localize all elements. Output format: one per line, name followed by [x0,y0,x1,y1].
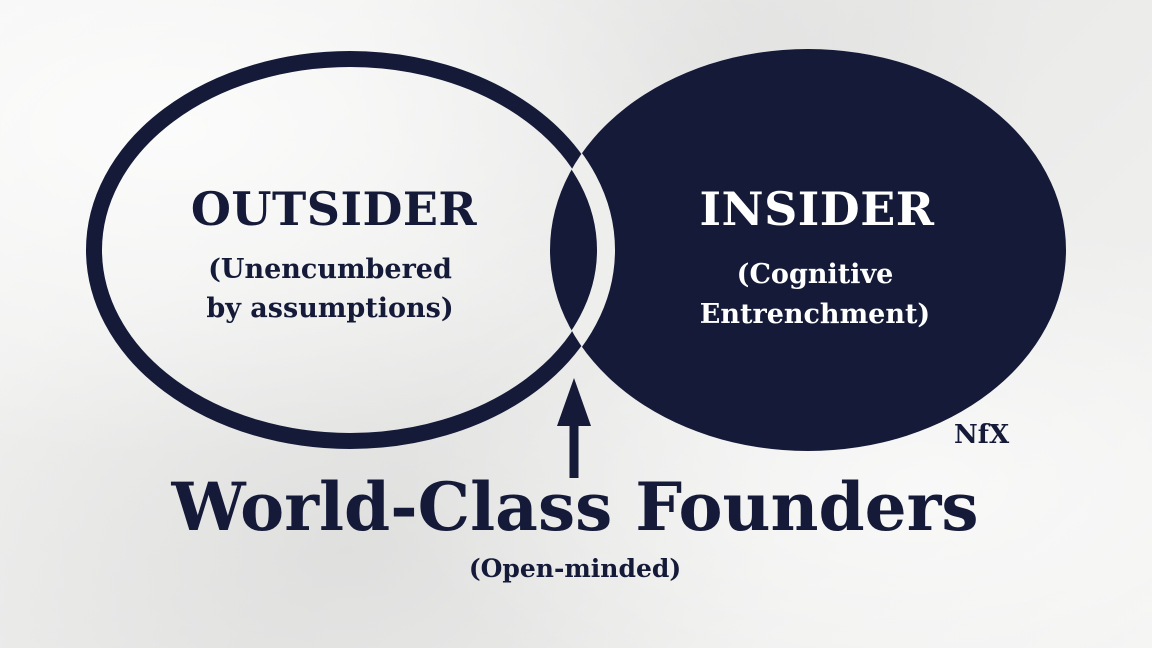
outsider-title: OUTSIDER [190,182,478,236]
outsider-subtitle-line1: (Unencumbered [208,254,452,285]
founders-subtitle: (Open-minded) [468,554,682,583]
insider-circle [550,49,1066,451]
insider-title: INSIDER [699,182,935,236]
insider-subtitle: (Cognitive Entrenchment) [660,255,970,335]
outsider-subtitle-line2: by assumptions) [206,293,454,324]
insider-subtitle-line1: (Cognitive [736,259,894,290]
outsider-subtitle: (Unencumbered by assumptions) [165,250,495,328]
nfx-logo: NfX [954,420,1010,450]
insider-subtitle-line2: Entrenchment) [699,299,931,330]
up-arrow-icon [557,378,591,478]
founders-title: World-Class Founders [171,468,979,546]
intersection-gap [550,50,615,450]
